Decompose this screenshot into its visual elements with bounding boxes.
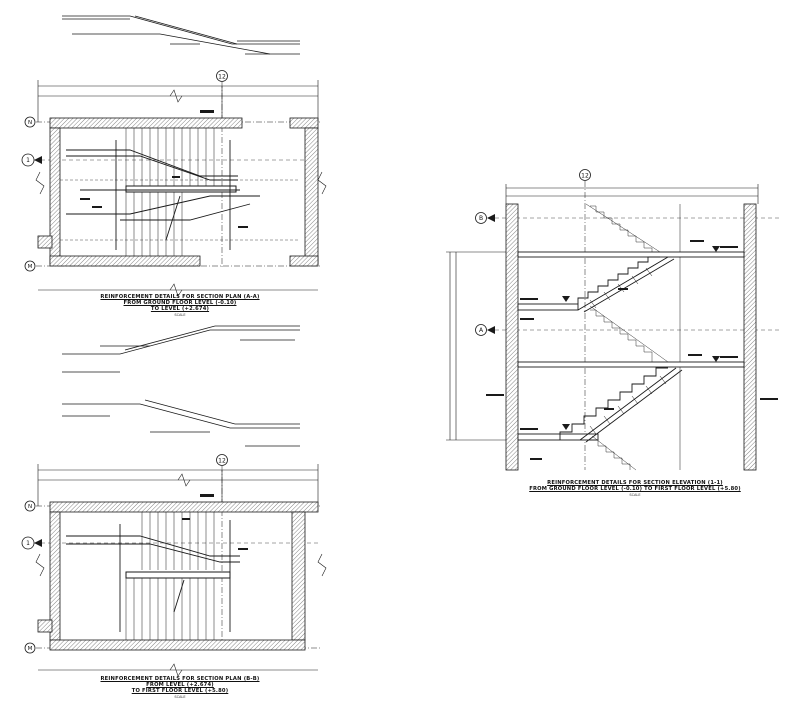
section-marker-b bbox=[475, 212, 487, 224]
bar-detail-middle bbox=[62, 325, 300, 447]
plan-a-subtitle-2: TO LEVEL (+2.674) bbox=[150, 306, 210, 312]
section-elevation: 12 B A bbox=[446, 169, 780, 471]
plan-a-subtitle-1: FROM GROUND FLOOR LEVEL (-0.10) bbox=[123, 300, 237, 306]
grid-label-m: M bbox=[28, 264, 33, 270]
elevation-caption: REINFORCEMENT DETAILS FOR SECTION ELEVAT… bbox=[520, 480, 750, 498]
elevation-scale: SCALE bbox=[629, 493, 641, 497]
section-label-1: 1 bbox=[26, 540, 30, 547]
plan-b-title: REINFORCEMENT DETAILS FOR SECTION PLAN (… bbox=[100, 676, 260, 682]
plan-a-scale: SCALE bbox=[174, 313, 186, 317]
grid-bubble-m bbox=[24, 260, 36, 272]
plan-b-subtitle-1: FROM LEVEL (+2.674) bbox=[146, 682, 214, 688]
grid-label-n: N bbox=[28, 120, 32, 126]
plan-b-subtitle-2: TO FIRST FLOOR LEVEL (+5.80) bbox=[131, 688, 229, 694]
section-label-1: 1 bbox=[26, 157, 30, 164]
bar-detail-top bbox=[62, 15, 300, 55]
grid-bubble-m bbox=[24, 642, 36, 654]
grid-bubble-n bbox=[24, 116, 36, 128]
plan-b-scale: SCALE bbox=[174, 695, 186, 699]
section-label-b: B bbox=[479, 215, 483, 222]
grid-bubble-12 bbox=[216, 454, 228, 466]
grid-bubble-n bbox=[24, 500, 36, 512]
grid-label-12: 12 bbox=[581, 173, 589, 180]
plan-a: 12 N M 1 bbox=[21, 70, 327, 297]
plan-a-caption: REINFORCEMENT DETAILS FOR SECTION PLAN (… bbox=[80, 294, 280, 318]
section-label-a: A bbox=[479, 327, 484, 334]
grid-label-12: 12 bbox=[218, 74, 226, 81]
grid-label-12: 12 bbox=[218, 458, 226, 465]
elevation-title: REINFORCEMENT DETAILS FOR SECTION ELEVAT… bbox=[547, 480, 723, 486]
plan-a-title: REINFORCEMENT DETAILS FOR SECTION PLAN (… bbox=[100, 294, 260, 300]
plan-b: 12 N M 1 bbox=[21, 454, 327, 677]
grid-label-n: N bbox=[28, 504, 32, 510]
grid-bubble-12 bbox=[579, 169, 591, 181]
plan-b-caption: REINFORCEMENT DETAILS FOR SECTION PLAN (… bbox=[80, 676, 280, 700]
section-marker-a bbox=[475, 324, 487, 336]
elevation-subtitle: FROM GROUND FLOOR LEVEL (-0.10) TO FIRST… bbox=[529, 486, 741, 492]
grid-bubble-12 bbox=[216, 70, 228, 82]
grid-label-m: M bbox=[28, 646, 33, 652]
